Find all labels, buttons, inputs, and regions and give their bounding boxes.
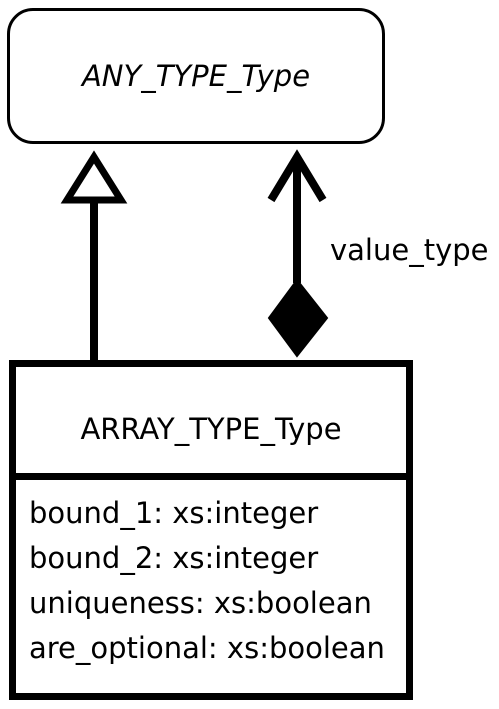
attribute-list: bound_1: xs:integer bound_2: xs:integer … (16, 480, 406, 671)
attribute-item: bound_1: xs:integer (29, 496, 319, 530)
attribute-item: are_optional: xs:boolean (29, 631, 385, 665)
attribute-item: bound_2: xs:integer (29, 541, 319, 575)
generalization-arrowhead (60, 150, 128, 204)
child-class-header: ARRAY_TYPE_Type (16, 367, 406, 480)
parent-class-name: ANY_TYPE_Type (81, 59, 311, 93)
composition-diamond (267, 278, 329, 358)
composition-arrowhead (267, 149, 327, 203)
parent-class-box: ANY_TYPE_Type (7, 8, 385, 144)
child-class-name: ARRAY_TYPE_Type (80, 412, 342, 446)
attribute-item: uniqueness: xs:boolean (29, 586, 372, 620)
child-class-box: ARRAY_TYPE_Type bound_1: xs:integer boun… (9, 360, 413, 700)
association-label: value_type (330, 233, 489, 267)
